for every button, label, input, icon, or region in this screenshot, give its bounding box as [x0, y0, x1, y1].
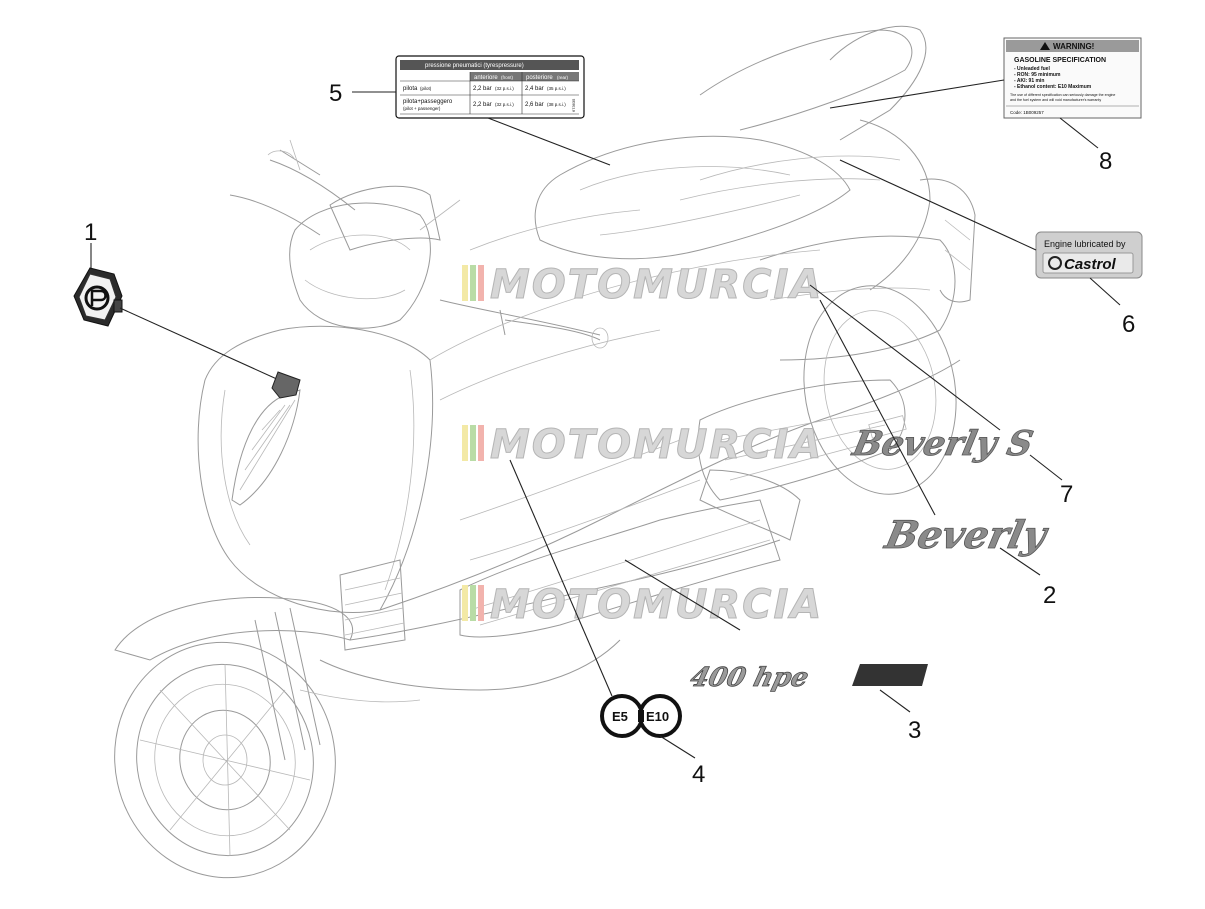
leader-4a	[509, 459, 613, 697]
leader-8b	[1059, 117, 1099, 149]
beverly-s-logo-text: Beverly S	[848, 424, 1036, 464]
tyre-row2-label: pilota+passeggero	[403, 99, 453, 105]
callout-4: 4	[692, 761, 705, 788]
badge-e10: E10	[646, 709, 669, 724]
part-7-beverly-s-logo: Beverly S	[848, 424, 1037, 464]
leader-1b	[119, 307, 291, 386]
callout-2: 2	[1043, 582, 1056, 609]
tyre-col-rear-en: (rear)	[557, 75, 569, 80]
watermark-1: MOTOMURCIA	[462, 262, 823, 309]
leader-6a	[839, 159, 1037, 251]
callout-7: 7	[1060, 481, 1073, 508]
part-5-tyre-pressure-label: pressione pneumatici (tyrespressure) ant…	[395, 55, 585, 119]
callout-6: 6	[1122, 311, 1135, 338]
leader-7b	[1029, 454, 1063, 481]
tyre-row1-front-psi: (32 p.s.i.)	[495, 86, 514, 91]
watermark-text: MOTOMURCIA	[490, 422, 823, 468]
tyre-row1-label-en: (pilot)	[420, 86, 432, 91]
warning-line4: - Ethanol content: E10 Maximum	[1014, 84, 1092, 90]
warning-header: WARNING!	[1053, 42, 1094, 51]
tyre-row2-front-psi: (32 p.s.i.)	[495, 102, 514, 107]
tyre-row2-rear-psi: (38 p.s.i.)	[547, 102, 566, 107]
leader-3a	[624, 559, 741, 631]
callout-5: 5	[329, 80, 342, 107]
warning-title: GASOLINE SPECIFICATION	[1014, 57, 1106, 64]
tyre-row1-rear: 2,4 bar	[525, 86, 544, 92]
leader-2b	[999, 547, 1041, 576]
part-2-beverly-logo: Beverly	[880, 513, 1053, 558]
part-1-emblem	[73, 267, 123, 327]
warning-note1: The use of different specification can s…	[1010, 93, 1115, 97]
leader-7a	[809, 284, 1001, 431]
callout-8: 8	[1099, 148, 1112, 175]
tyre-col-rear: posteriore	[526, 75, 553, 81]
castrol-top-text: Engine lubricated by	[1044, 239, 1126, 249]
tyre-row1-front: 2,2 bar	[473, 86, 492, 92]
part-4-fuel-badge: E5 E10	[600, 694, 682, 738]
scooter-outline	[114, 25, 976, 879]
warning-code: Code: 1B009257	[1010, 110, 1044, 115]
part-6-castrol-label: Engine lubricated by Castrol	[1035, 231, 1143, 279]
watermark-2: MOTOMURCIA	[462, 422, 823, 469]
warning-line1: - Unleaded fuel	[1014, 66, 1050, 72]
tyre-col-front-en: (front)	[501, 75, 514, 80]
tyre-row2-rear: 2,6 bar	[525, 102, 544, 108]
watermark-3: MOTOMURCIA	[462, 582, 823, 629]
tyre-label-title: pressione pneumatici (tyrespressure)	[425, 63, 524, 69]
tyre-row1-rear-psi: (35 p.s.i.)	[547, 86, 566, 91]
tyre-label-code: 673635	[571, 98, 576, 112]
tyre-row2-front: 2,2 bar	[473, 102, 492, 108]
part-3-hpe-logo: 400 hpe	[687, 662, 928, 693]
tyre-col-front: anteriore	[474, 75, 498, 81]
leader-8a	[829, 79, 1005, 109]
leader-5b	[487, 117, 611, 166]
beverly-logo-text: Beverly	[880, 513, 1052, 558]
badge-e5: E5	[612, 709, 628, 724]
tyre-row2-label-en: (pilot + passenger)	[403, 106, 441, 111]
hpe-logo-text: 400 hpe	[687, 662, 812, 693]
callout-1: 1	[84, 219, 97, 246]
leader-3b	[879, 689, 911, 713]
part-8-warning-label: WARNING! GASOLINE SPECIFICATION - Unlead…	[1003, 37, 1142, 119]
castrol-brand: Castrol	[1064, 256, 1117, 273]
warning-note2: and the fuel system and will void manufa…	[1010, 98, 1101, 102]
leader-4b	[659, 735, 696, 759]
leader-2a	[819, 299, 936, 516]
warning-line2: - RON: 95 minimum	[1014, 72, 1061, 78]
watermark-text: MOTOMURCIA	[490, 262, 823, 308]
tyre-row1-label: pilota	[403, 86, 418, 92]
leader-6b	[1089, 277, 1121, 306]
warning-line3: - AKI: 91 min	[1014, 78, 1044, 84]
callout-3: 3	[908, 717, 921, 744]
watermark-text: MOTOMURCIA	[490, 582, 823, 628]
